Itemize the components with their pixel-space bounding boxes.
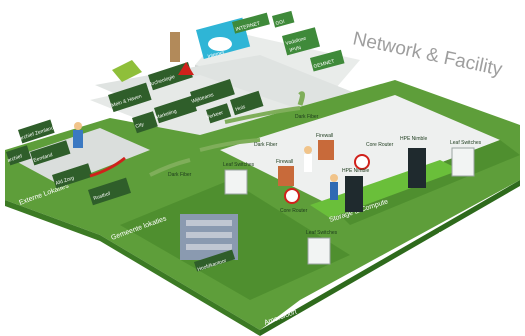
site-archief: archief <box>6 145 32 166</box>
core-router-2: Core Router <box>354 142 394 170</box>
svg-text:City: City <box>135 121 146 130</box>
statue-icon <box>170 32 180 62</box>
net-gemnet: GEMNET <box>310 49 345 72</box>
traffic-cone-icon <box>178 62 194 75</box>
pipe-1 <box>224 106 301 124</box>
svg-text:archief: archief <box>7 153 24 164</box>
site-afd-zorg: Afd Zorg <box>52 163 93 189</box>
core-router-1: Core Router <box>280 188 308 214</box>
svg-text:Core Router: Core Router <box>280 208 308 214</box>
dark-fiber-label-1: Dark Fiber <box>254 142 278 148</box>
externe-platform <box>10 128 150 185</box>
leaf-switches-2: Leaf Switches <box>306 230 338 265</box>
svg-text:Leaf Switches: Leaf Switches <box>223 162 255 168</box>
leaf-switches-1: Leaf Switches <box>450 140 482 177</box>
svg-text:HPE Nimble: HPE Nimble <box>400 136 427 142</box>
checkmark-icon <box>89 156 126 178</box>
svg-text:Eemland: Eemland <box>33 152 54 164</box>
site-city: City <box>131 111 158 134</box>
technician-icon-2 <box>330 174 338 200</box>
site-wijkteams: Wijkteams <box>190 79 235 108</box>
person-icon <box>73 122 83 148</box>
technician-icon <box>304 146 312 172</box>
net-ggi: GGI <box>272 10 295 28</box>
svg-text:Rusthof: Rusthof <box>93 191 112 202</box>
firewall-1: Firewall <box>276 159 294 186</box>
svg-text:Vodafone: Vodafone <box>285 36 307 47</box>
hpe-nimble-2: HPE Nimble <box>400 136 427 188</box>
svg-text:IPVN: IPVN <box>289 45 302 54</box>
dark-fiber-label-2: Dark Fiber <box>168 172 192 178</box>
site-rusthof: Rusthof <box>88 177 131 206</box>
pipe-2 <box>199 138 261 152</box>
market-stall-icon <box>112 60 142 82</box>
leaf-switches-3: Leaf Switches <box>223 162 255 195</box>
firewall-2: Firewall <box>316 133 334 160</box>
site-mein-haven: Mein & Haven <box>108 82 152 113</box>
svg-text:Firewall: Firewall <box>276 159 293 165</box>
pipe-3 <box>149 158 191 177</box>
site-verkeer: Verkeer <box>206 103 232 124</box>
hpe-nimble-1: HPE Nimble <box>342 168 369 212</box>
svg-text:Firewall: Firewall <box>316 133 333 139</box>
svg-text:Core Router: Core Router <box>366 142 394 148</box>
svg-text:GEMNET: GEMNET <box>313 59 335 70</box>
net-internet: INTERNET <box>232 12 270 34</box>
svg-text:Leaf Switches: Leaf Switches <box>306 230 338 236</box>
site-huis: Huis <box>230 90 264 116</box>
dark-fiber-label-3: Dark Fiber <box>295 114 319 120</box>
svg-text:Afd Zorg: Afd Zorg <box>55 175 75 187</box>
diagram-title: Network & Facility <box>351 28 505 80</box>
svg-text:Internet: Internet <box>207 50 226 60</box>
svg-text:Verkeer: Verkeer <box>206 110 225 121</box>
svg-text:HPE Nimble: HPE Nimble <box>342 168 369 174</box>
svg-text:GGI: GGI <box>275 19 285 27</box>
site-eemland: Eemland <box>30 140 71 166</box>
site-marketing: Marketing <box>154 95 197 124</box>
svg-text:Leaf Switches: Leaf Switches <box>450 140 482 146</box>
net-vodafone: Vodafone IPVN <box>281 27 321 56</box>
svg-text:Huis: Huis <box>235 104 247 113</box>
